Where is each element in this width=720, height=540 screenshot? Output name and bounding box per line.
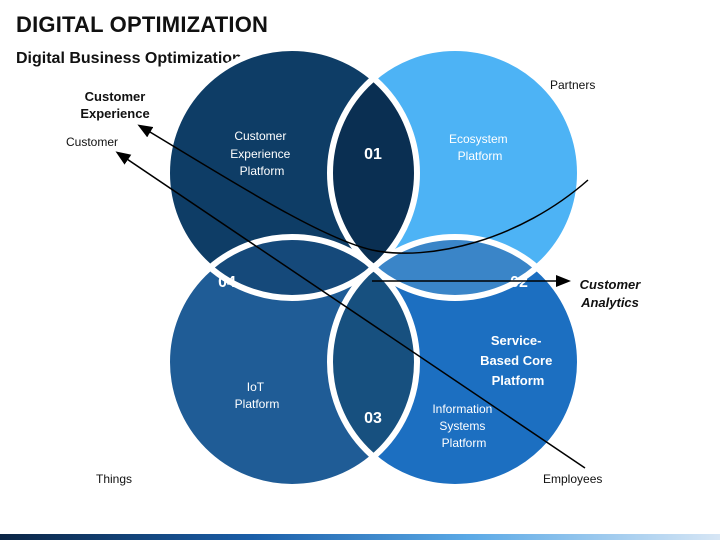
footer-gradient-bar [0,534,720,540]
page-subtitle: Digital Business Optimization [16,50,242,67]
overlap-top-lens [330,48,417,298]
overlap-number-03: 03 [364,410,382,427]
page-title: DIGITAL OPTIMIZATION [16,12,269,37]
overlap-number-04: 04 [218,274,236,291]
partners-curve-line [137,124,589,254]
things-label: Things [96,472,133,486]
overlap-number-01: 01 [364,146,382,163]
employees-line [115,151,586,469]
white-rings [164,45,583,490]
overlap-number-02: 02 [510,274,528,291]
partners-label: Partners [550,78,596,92]
service-based-core-platform-label: Service- Based Core Platform [480,333,556,388]
iot-platform-label: IoT Platform [235,380,280,411]
customer-experience-label: Customer Experience [80,89,150,121]
customer-experience-platform-label: Customer Experience Platform [230,129,293,178]
ecosystem-platform-label: Ecosystem Platform [449,132,511,163]
overlap-bottom-lens [330,237,417,487]
customer-analytics-label: Customer Analytics [579,277,641,310]
information-systems-platform-label: Information Systems Platform [432,402,495,450]
customer-label: Customer [66,135,119,149]
employees-label: Employees [543,472,603,486]
